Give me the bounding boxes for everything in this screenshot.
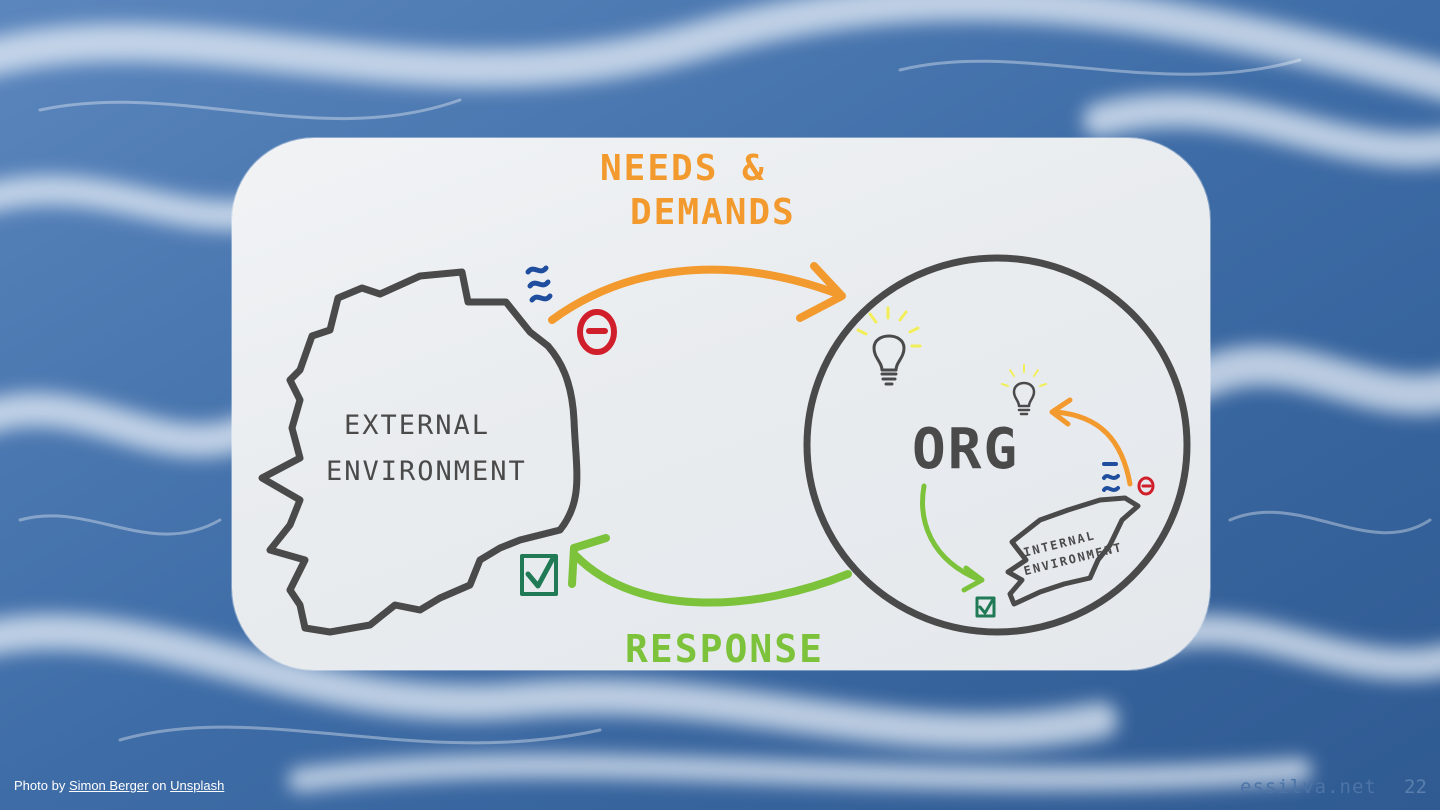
wave-icon-small: [1102, 462, 1120, 492]
internal-needs-arrowhead: [1049, 397, 1073, 427]
credit-author-link[interactable]: Simon Berger: [68, 778, 149, 793]
external-label-line2: ENVIRONMENT: [326, 456, 527, 487]
credit-source-link[interactable]: Unsplash: [170, 778, 225, 793]
response-label: RESPONSE: [625, 627, 824, 671]
check-icon-small: [975, 596, 996, 618]
response-arrowhead: [568, 534, 610, 588]
negative-icon: [577, 309, 617, 355]
lightbulb-icon: [856, 306, 922, 386]
org-label: ORG: [912, 417, 1019, 482]
slide-number: 22: [1404, 776, 1427, 798]
needs-label-line2: DEMANDS: [630, 192, 796, 233]
org-circle: [803, 254, 1191, 636]
needs-arrowhead: [796, 262, 846, 322]
diagram-card: [232, 138, 1210, 670]
credit-middle: on: [148, 778, 171, 793]
internal-needs-arrow: [1053, 409, 1133, 487]
external-label-line1: EXTERNAL: [344, 410, 490, 441]
internal-environment-shape: [1005, 495, 1141, 607]
credit-prefix: Photo by: [14, 778, 69, 793]
check-icon: [520, 554, 558, 596]
photo-credit: Photo by Simon Berger on Unsplash: [14, 778, 224, 793]
needs-label-line1: NEEDS &: [600, 148, 766, 189]
wave-icon: [525, 265, 553, 303]
negative-icon-small: [1137, 476, 1155, 496]
needs-arrow: [548, 265, 842, 324]
external-environment-shape: [258, 268, 581, 636]
lightbulb-icon-small: [1001, 364, 1047, 416]
internal-response-arrowhead: [961, 565, 985, 593]
site-name: essilva.net: [1240, 776, 1377, 798]
internal-response-arrow: [920, 483, 983, 583]
response-arrow: [572, 552, 852, 607]
